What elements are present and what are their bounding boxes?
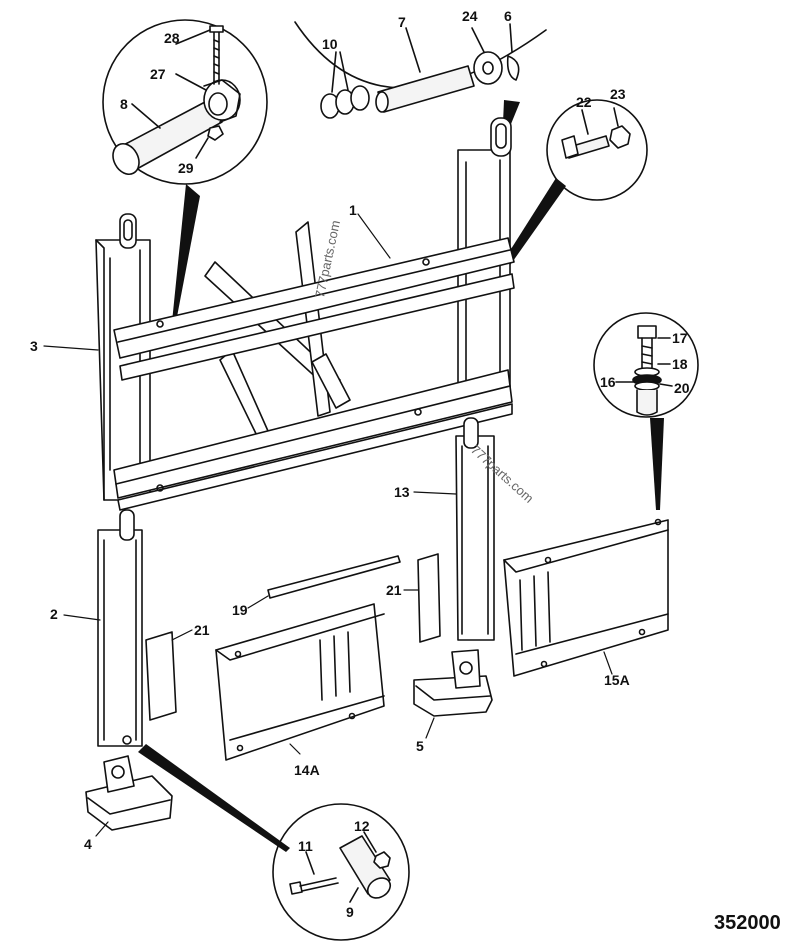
- label-part-4: 4: [84, 836, 92, 852]
- foot-left: [85, 755, 173, 831]
- label-part-12: 12: [354, 818, 370, 834]
- label-part-28: 28: [164, 30, 180, 46]
- label-part-13: 13: [394, 484, 410, 500]
- leg-left: [97, 509, 143, 747]
- label-part-9: 9: [346, 904, 354, 920]
- label-part-24: 24: [462, 8, 478, 24]
- pointer-wedge: [172, 184, 200, 322]
- label-part-2: 2: [50, 606, 58, 622]
- detail-bubble-pin-clamp: [102, 19, 268, 185]
- leg-right: [455, 417, 495, 641]
- pointer-wedge: [138, 744, 290, 852]
- label-part-5: 5: [416, 738, 424, 754]
- label-part-20: 20: [674, 380, 690, 396]
- label-part-27: 27: [150, 66, 166, 82]
- pointer-wedge: [650, 418, 664, 510]
- detail-bubble-pin-bolt: [272, 803, 410, 941]
- main-frame-assembly: [95, 117, 515, 511]
- label-part-1: 1: [349, 202, 357, 218]
- strip-19: [267, 555, 401, 599]
- foot-right: [413, 649, 493, 717]
- label-part-16: 16: [600, 374, 616, 390]
- label-part-21-right: 21: [386, 582, 402, 598]
- label-part-18: 18: [672, 356, 688, 372]
- detail-bubble-stud-washers: [593, 312, 699, 418]
- label-part-3: 3: [30, 338, 38, 354]
- detail-bubble-bolt-nut: [546, 99, 648, 201]
- guard-14a: [215, 603, 385, 761]
- label-part-6: 6: [504, 8, 512, 24]
- label-part-11: 11: [298, 838, 313, 854]
- label-part-23: 23: [610, 86, 626, 102]
- bracket-21-left: [145, 631, 177, 721]
- drawing-number: 352000: [714, 912, 781, 934]
- detail-arc-shaft: [294, 21, 547, 119]
- guard-15a: [503, 518, 669, 677]
- label-part-15a: 15A: [604, 672, 630, 688]
- label-part-10: 10: [322, 36, 338, 52]
- label-part-17: 17: [672, 330, 688, 346]
- label-part-21-left: 21: [194, 622, 210, 638]
- leader-lines: [43, 213, 613, 837]
- bracket-21-right: [417, 553, 441, 643]
- label-part-19: 19: [232, 602, 248, 618]
- label-part-8: 8: [120, 96, 128, 112]
- label-part-14a: 14A: [294, 762, 320, 778]
- label-part-29: 29: [178, 160, 194, 176]
- label-part-22: 22: [576, 94, 592, 110]
- label-part-7: 7: [398, 14, 406, 30]
